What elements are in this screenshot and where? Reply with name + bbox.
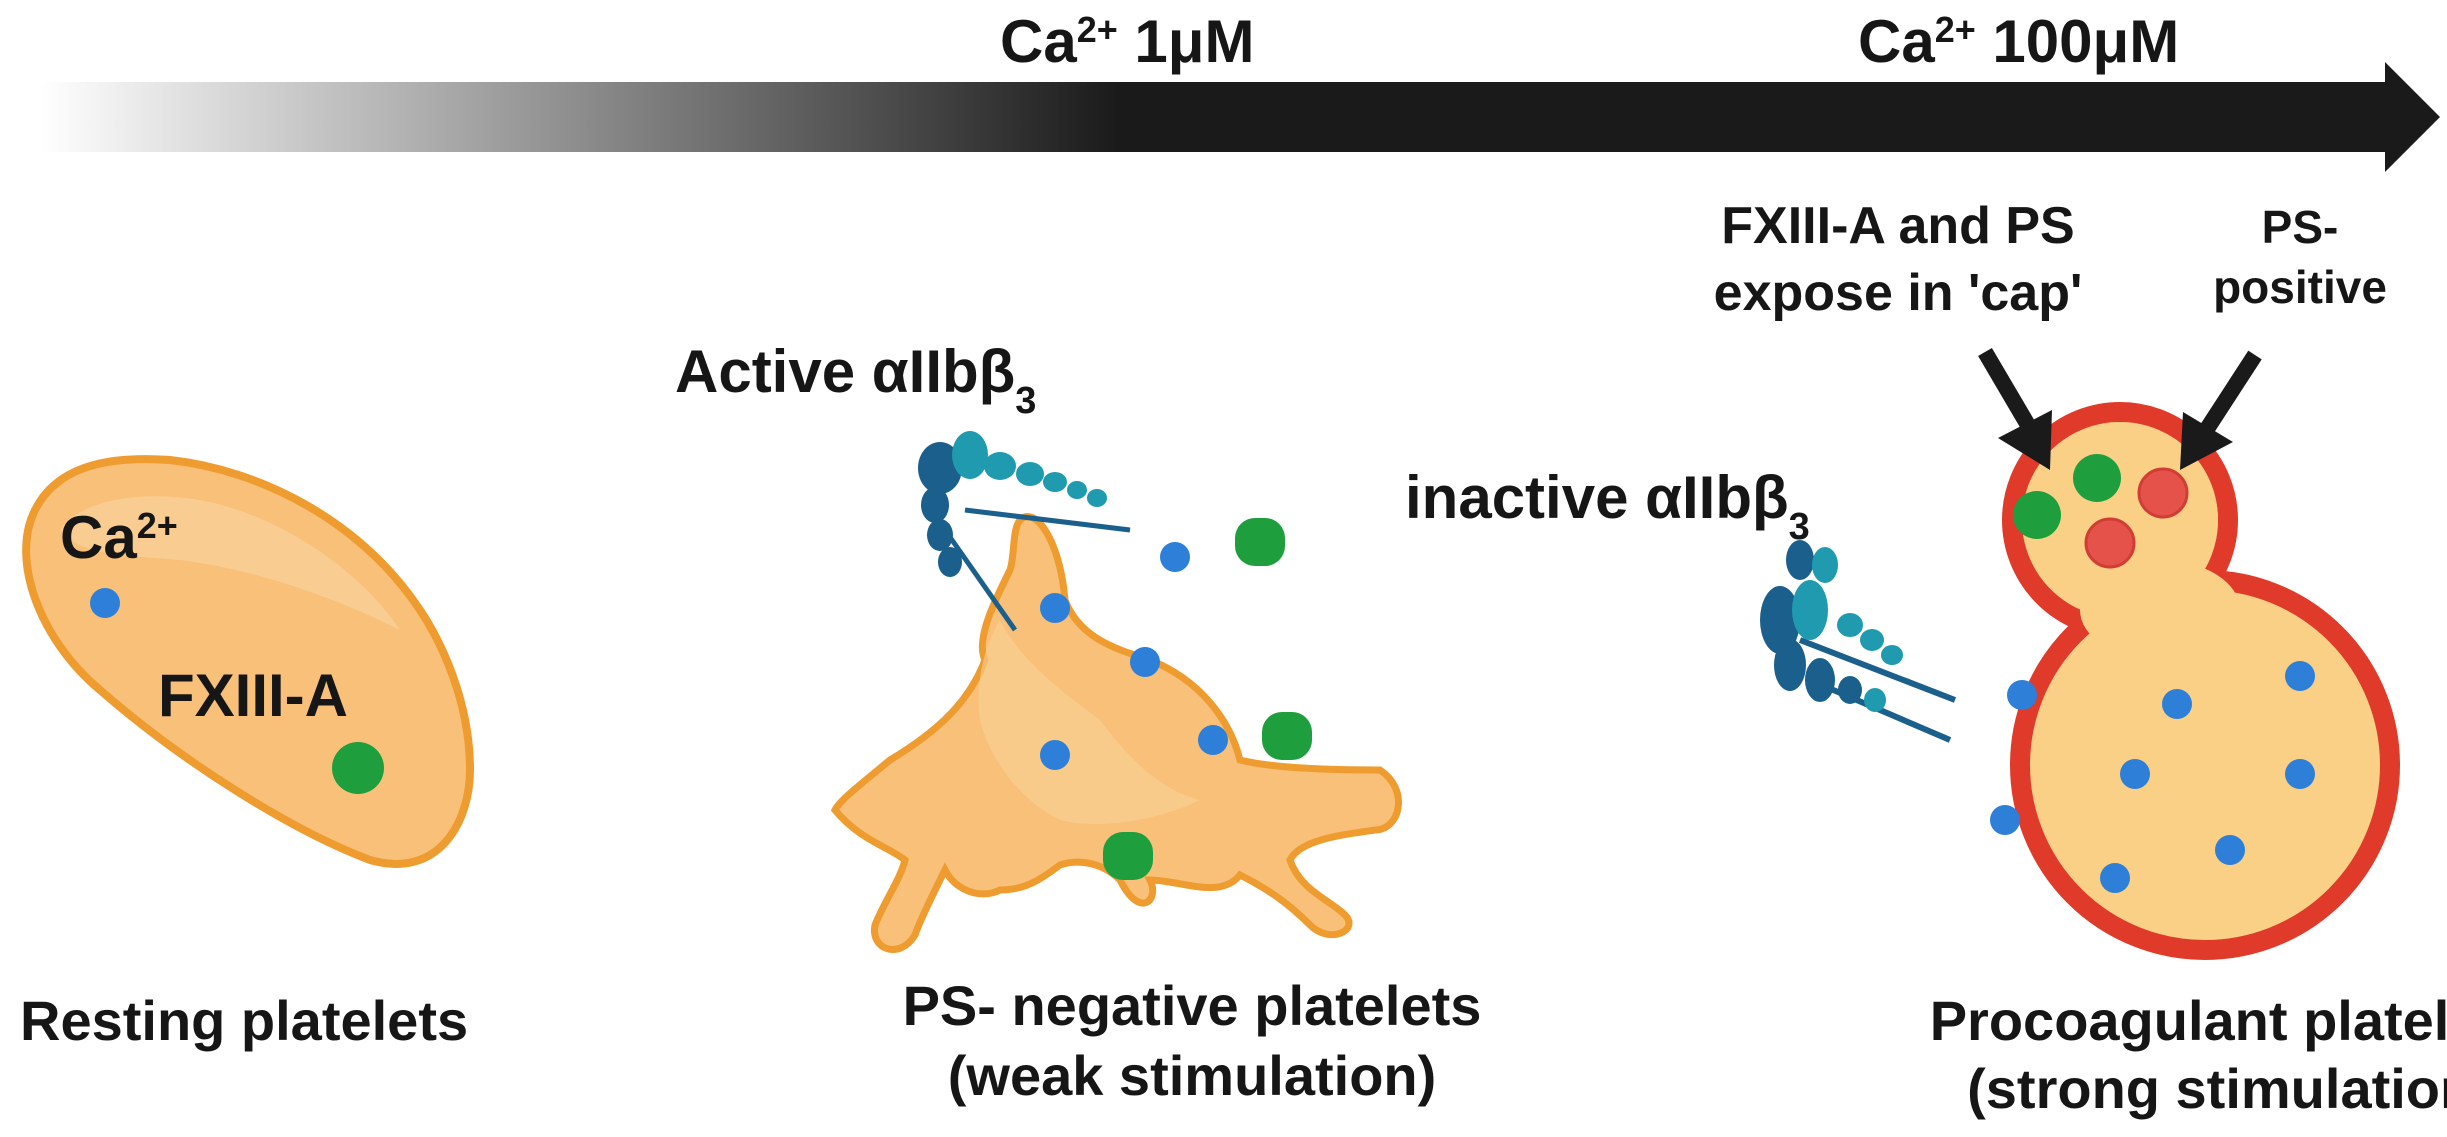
ps-positive-label-line2: positive: [2213, 261, 2387, 313]
procoagulant-caption-line2: (strong stimulation): [1967, 1057, 2447, 1120]
integrin-stalk: [942, 528, 1018, 632]
fxiii-a-dot: [2073, 454, 2121, 502]
procoagulant-platelet: [1990, 402, 2400, 960]
procoagulant-junction-fill: [2080, 560, 2240, 660]
integrin-domain: [1881, 645, 1903, 665]
integrin-head: [1792, 580, 1828, 640]
ps-dot: [2084, 517, 2136, 569]
calcium-dot: [1160, 542, 1190, 572]
ps-negative-caption-line2: (weak stimulation): [948, 1044, 1437, 1107]
gradient-arrow-body: [40, 62, 2440, 172]
cap-label-line2: expose in 'cap': [1714, 264, 2083, 322]
calcium-dot: [1198, 725, 1228, 755]
integrin-domain: [1786, 540, 1814, 580]
calcium-dot: [1130, 647, 1160, 677]
integrin-domain: [921, 487, 949, 523]
resting-platelet-highlight: [60, 496, 400, 630]
calcium-dot: [90, 588, 120, 618]
calcium-dot: [2285, 759, 2315, 789]
calcium-dot: [2285, 661, 2315, 691]
fxiii-a-dot: [1103, 832, 1153, 880]
ps-pointer-arrow: [2180, 350, 2262, 470]
integrin-domain: [1043, 472, 1067, 492]
procoagulant-caption-line1: Procoagulant platelets: [1930, 989, 2447, 1052]
integrin-domain: [1016, 462, 1044, 486]
integrin-domain: [1864, 688, 1886, 712]
fxiii-a-dot: [1262, 712, 1312, 760]
integrin-domain: [938, 547, 962, 577]
integrin-domain: [1860, 629, 1884, 651]
integrin-domain: [1774, 639, 1806, 691]
calcium-high-label: Ca2+ 100μM: [1858, 8, 2179, 75]
integrin-domain: [1812, 547, 1838, 583]
cap-label-line1: FXIII-A and PS: [1721, 197, 2074, 255]
resting-platelet: [22, 455, 475, 868]
integrin-head: [918, 442, 962, 494]
calcium-dot: [2120, 759, 2150, 789]
resting-caption: Resting platelets: [20, 989, 468, 1052]
integrin-domain: [984, 452, 1016, 480]
integrin-stalk: [964, 507, 1131, 533]
resting-calcium-label: Ca2+: [60, 504, 178, 571]
calcium-dot: [1040, 740, 1070, 770]
resting-fxiii-label: FXIII-A: [158, 662, 348, 729]
calcium-dot: [2215, 835, 2245, 865]
integrin-stalk: [1798, 637, 1957, 703]
integrin-domain: [1087, 489, 1107, 507]
calcium-dot: [1040, 593, 1070, 623]
calcium-gradient-arrow: [40, 62, 2440, 172]
fxiii-a-dot: [332, 742, 384, 794]
integrin-head: [1760, 586, 1800, 654]
integrin-domain: [1067, 481, 1087, 499]
calcium-dot: [1990, 805, 2020, 835]
integrin-domain: [927, 519, 953, 551]
integrin-domain: [1838, 676, 1862, 704]
inactive-integrin-label: inactive αIIbβ3: [1405, 464, 1810, 548]
inactive-integrin: [1760, 540, 1957, 743]
fxiii-a-dot: [1235, 518, 1285, 566]
ps-negative-caption-line1: PS- negative platelets: [903, 974, 1482, 1037]
cap-pointer-arrow: [1978, 347, 2052, 470]
integrin-head: [952, 431, 988, 479]
calcium-low-label: Ca2+ 1μM: [1000, 8, 1254, 75]
calcium-dot: [2100, 863, 2130, 893]
calcium-dot: [2162, 689, 2192, 719]
ps-dot: [2137, 467, 2189, 519]
ps-negative-platelet-highlight: [978, 620, 1200, 824]
ps-positive-label-line1: PS-: [2262, 201, 2339, 253]
integrin-domain: [1837, 613, 1863, 637]
active-integrin: [918, 431, 1131, 632]
ps-negative-platelet: [830, 513, 1402, 953]
calcium-dot: [2007, 680, 2037, 710]
active-integrin-label: Active αIIbβ3: [675, 338, 1036, 422]
integrin-domain: [1805, 658, 1835, 702]
ps-negative-platelet-body: [830, 513, 1402, 953]
fxiii-a-dot: [2013, 491, 2061, 539]
